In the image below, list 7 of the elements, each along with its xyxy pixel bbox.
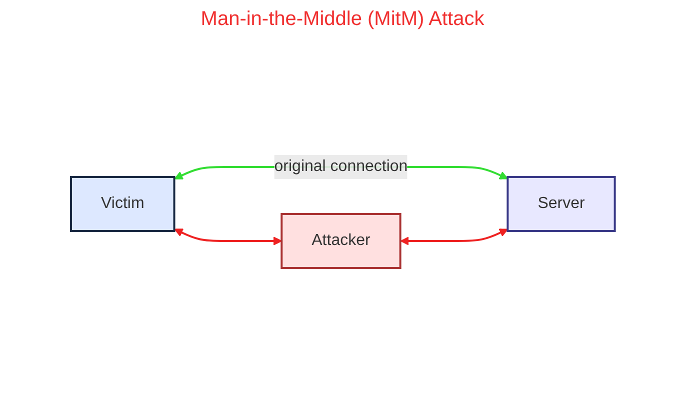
attack-label: Man-in-the-Middle (MitM) Attack bbox=[200, 8, 486, 31]
node-box: Victim bbox=[70, 176, 175, 232]
arrow bbox=[174, 228, 282, 245]
node-box: Attacker bbox=[280, 212, 401, 268]
node-box: Server bbox=[506, 176, 616, 232]
edge-label: original connection bbox=[274, 158, 408, 174]
arrow bbox=[400, 228, 508, 245]
